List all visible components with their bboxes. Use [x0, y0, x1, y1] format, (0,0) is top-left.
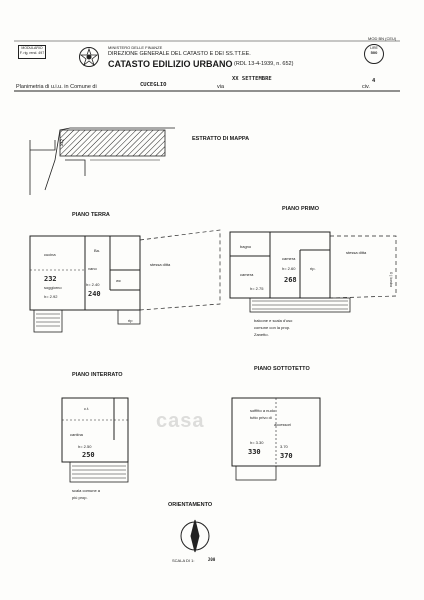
- gf-bathroom: Ba.: [94, 248, 101, 253]
- ff-room2-hand: 268: [284, 276, 297, 284]
- civ-value: 4: [372, 78, 376, 84]
- watermark: casa: [156, 410, 205, 432]
- bs-cellar-hand: 250: [82, 451, 95, 459]
- ff-balcony-note1: balcone e scala d'uso: [254, 318, 293, 323]
- basement-title: PIANO INTERRATO: [72, 372, 123, 378]
- gf-same-owner: stessa ditta: [150, 262, 171, 267]
- bs-ct: c.t.: [84, 406, 90, 411]
- ff-balcony-note2: comune con la prop.: [254, 325, 291, 330]
- gf-living-height: h= 2.92: [44, 294, 58, 299]
- model-box-line1: MODULARIO: [21, 46, 43, 50]
- ff-room2-height: h= 2.60: [282, 266, 296, 271]
- at-height2-hand: 370: [280, 452, 293, 460]
- gf-living: soggiorno: [44, 285, 62, 290]
- side-note: 0 | lonbo: [389, 272, 394, 288]
- stamp-circle: LIRE 500: [364, 44, 384, 64]
- at-note3: accessori: [274, 422, 291, 427]
- at-note1: soffitto a nudo: [250, 408, 276, 413]
- civ-label: civ.: [362, 84, 370, 90]
- at-height1-hand: 330: [248, 448, 261, 456]
- gf-rip: rip: [128, 318, 133, 323]
- gf-wc: wc: [116, 278, 121, 283]
- ff-bathroom: bagno: [240, 244, 252, 249]
- at-note2: tutto privo di: [250, 415, 272, 420]
- emblem-icon: [79, 47, 99, 67]
- via-label: via: [217, 84, 225, 90]
- ministry-label: MINISTERO DELLE FINANZE: [108, 45, 163, 50]
- bs-stairs-note1: scala comune a: [72, 488, 101, 493]
- gf-living-hand: 232: [44, 275, 57, 283]
- ff-same-owner: stessa ditta: [346, 250, 367, 255]
- law-label: (RDL 13-4-1939, n. 652): [234, 61, 294, 67]
- stamp-line2: 500: [370, 50, 378, 55]
- plan-label: Planimetria di u.i.u. in Comune di: [16, 84, 97, 90]
- office-title: CATASTO EDILIZIO URBANO: [108, 59, 233, 69]
- ff-rip: rip.: [310, 266, 316, 271]
- stamp-line1: LIRE: [370, 46, 378, 50]
- ff-balcony-note3: Zanetto.: [254, 332, 269, 337]
- gf-kitchen: cucina: [44, 252, 56, 257]
- model-box-line2: F. rig. rend. 497: [19, 51, 45, 55]
- model-code: MOD BN (CEU): [368, 36, 397, 41]
- model-box: MODULARIO F. rig. rend. 497: [18, 45, 46, 59]
- at-height2: 3.70: [280, 444, 288, 449]
- gf-vano-height: h= 2.40: [86, 282, 100, 287]
- bs-cellar: cantina: [70, 432, 83, 437]
- scale-value: 200: [208, 557, 216, 562]
- orientation-label: ORIENTAMENTO: [168, 502, 213, 508]
- bs-cellar-height: h= 2.50: [78, 444, 92, 449]
- ff-room1: camera: [240, 272, 254, 277]
- gf-vano-hand: 240: [88, 290, 101, 298]
- gf-vano: vano: [88, 266, 97, 271]
- ff-room1-height: h= 2.75: [250, 286, 264, 291]
- at-height1: h= 3.30: [250, 440, 264, 445]
- first-floor-title: PIANO PRIMO: [282, 206, 319, 212]
- attic-title: PIANO SOTTOTETTO: [254, 366, 310, 372]
- bs-stairs-note2: più prop.: [72, 495, 88, 500]
- comune-value: CUCEGLIO: [140, 82, 167, 88]
- via-value: XX SETTEMBRE: [232, 76, 272, 82]
- ground-floor-title: PIANO TERRA: [72, 212, 110, 218]
- direction-label: DIREZIONE GENERALE DEL CATASTO E DEI SS.…: [108, 51, 251, 57]
- scale-label: SCALA DI 1:: [172, 558, 195, 563]
- map-extract-title: ESTRATTO DI MAPPA: [192, 136, 250, 142]
- ff-room2: camera: [282, 256, 296, 261]
